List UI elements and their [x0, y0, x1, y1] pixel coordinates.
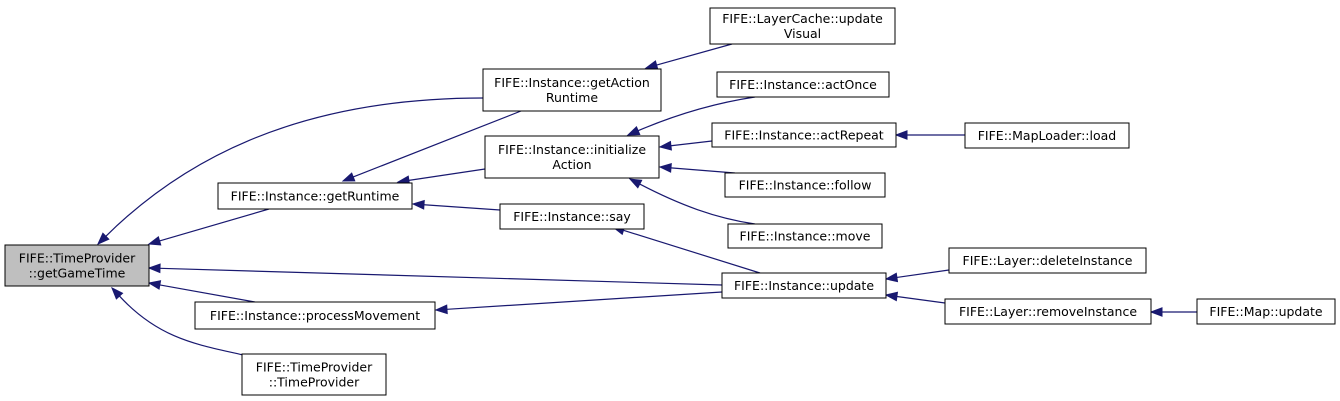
node-label: FIFE::Instance::say: [513, 209, 631, 224]
node-mapUpdate[interactable]: FIFE::Map::update: [1196, 298, 1336, 325]
node-instanceUpdate[interactable]: FIFE::Instance::update: [721, 272, 887, 299]
node-label: Action: [552, 157, 591, 172]
node-getGameTime[interactable]: FIFE::TimeProvider::getGameTime: [4, 244, 150, 287]
node-box: [241, 353, 387, 396]
node-label: FIFE::Instance::move: [740, 229, 871, 244]
edge-getRuntime-to-getGameTime: [159, 208, 270, 242]
node-label: FIFE::Instance::getAction: [494, 75, 650, 90]
node-box: [709, 7, 896, 45]
edge-arrowhead: [628, 178, 643, 189]
node-box: [948, 247, 1147, 274]
edge-arrowhead: [658, 163, 672, 173]
node-box: [484, 135, 660, 179]
node-processMovement[interactable]: FIFE::Instance::processMovement: [194, 301, 436, 330]
edge-getActionRuntime-to-getRuntime: [353, 110, 522, 178]
node-label: FIFE::Instance::update: [734, 278, 874, 293]
edge-follow-to-initializeAction: [670, 167, 736, 174]
node-label: FIFE::MapLoader::load: [978, 128, 1117, 143]
edge-arrowhead: [111, 286, 124, 300]
edge-arrowhead: [434, 304, 448, 315]
node-box: [4, 244, 150, 287]
node-actOnce[interactable]: FIFE::Instance::actOnce: [716, 71, 890, 98]
node-box: [194, 301, 436, 330]
edges-layer: [97, 43, 1197, 356]
edge-removeInstance-to-instanceUpdate: [896, 295, 946, 304]
node-follow[interactable]: FIFE::Instance::follow: [724, 172, 886, 198]
node-label: FIFE::Layer::deleteInstance: [963, 253, 1133, 268]
node-label: FIFE::Instance::follow: [739, 178, 872, 193]
node-label: FIFE::Instance::actRepeat: [724, 128, 884, 143]
node-timeProviderCtor[interactable]: FIFE::TimeProvider::TimeProvider: [241, 353, 387, 396]
node-box: [217, 182, 413, 210]
edge-arrowhead: [894, 130, 908, 140]
node-label: FIFE::Instance::getRuntime: [231, 189, 400, 204]
node-label: Visual: [784, 26, 821, 41]
edge-arrowhead: [147, 236, 162, 246]
node-box: [944, 298, 1152, 325]
edge-instanceUpdate-to-processMovement: [446, 291, 723, 310]
edge-actOnce-to-initializeAction: [637, 96, 756, 132]
edge-timeProviderCtor-to-getGameTime: [119, 295, 244, 356]
node-move[interactable]: FIFE::Instance::move: [727, 223, 883, 249]
node-box: [711, 122, 897, 148]
node-label: FIFE::TimeProvider: [19, 251, 136, 266]
edge-arrowhead: [411, 199, 425, 210]
edge-arrowhead: [884, 291, 899, 302]
node-mapLoaderLoad[interactable]: FIFE::MapLoader::load: [964, 122, 1130, 149]
node-label: FIFE::TimeProvider: [256, 360, 373, 375]
node-label: ::TimeProvider: [269, 375, 360, 390]
edge-instanceUpdate-to-getGameTime: [159, 267, 723, 286]
node-box: [499, 203, 645, 230]
node-box: [727, 223, 883, 249]
node-say[interactable]: FIFE::Instance::say: [499, 203, 645, 230]
edge-arrowhead: [1149, 307, 1163, 317]
node-box: [1196, 298, 1336, 325]
edge-arrowhead: [147, 280, 162, 290]
node-label: FIFE::Instance::initialize: [498, 142, 646, 157]
edge-arrowhead: [626, 125, 641, 136]
node-box: [724, 172, 886, 198]
edge-arrowhead: [884, 272, 899, 283]
edge-getActionRuntime-to-getGameTime: [105, 97, 484, 237]
node-getRuntime[interactable]: FIFE::Instance::getRuntime: [217, 182, 413, 210]
edge-initializeAction-to-getRuntime: [408, 168, 486, 181]
node-box: [716, 71, 890, 98]
node-label: FIFE::LayerCache::update: [722, 11, 883, 26]
node-label: FIFE::Map::update: [1209, 304, 1323, 319]
node-label: ::getGameTime: [29, 266, 126, 281]
node-label: FIFE::Instance::actOnce: [729, 77, 877, 92]
node-box: [721, 272, 887, 299]
edge-instanceUpdate-to-say: [623, 229, 761, 274]
edge-updateVisual-to-getActionRuntime: [656, 43, 733, 66]
node-box: [964, 122, 1130, 149]
edge-arrowhead: [341, 172, 356, 182]
node-actRepeat[interactable]: FIFE::Instance::actRepeat: [711, 122, 897, 148]
edge-processMovement-to-getGameTime: [159, 284, 256, 303]
edge-say-to-getRuntime: [423, 204, 501, 211]
node-removeInstance[interactable]: FIFE::Layer::removeInstance: [944, 298, 1152, 325]
node-deleteInstance[interactable]: FIFE::Layer::deleteInstance: [948, 247, 1147, 274]
edge-deleteInstance-to-instanceUpdate: [896, 269, 950, 279]
edge-actRepeat-to-initializeAction: [670, 140, 713, 147]
node-label: Runtime: [546, 90, 599, 105]
edge-arrowhead: [644, 60, 659, 70]
node-box: [482, 68, 662, 112]
edge-move-to-initializeAction: [639, 183, 756, 225]
node-label: FIFE::Layer::removeInstance: [959, 304, 1137, 319]
edge-arrowhead: [658, 140, 672, 151]
node-label: FIFE::Instance::processMovement: [210, 308, 420, 323]
nodes-layer: FIFE::TimeProvider::getGameTimeFIFE::Ins…: [4, 7, 1336, 396]
edge-arrowhead: [147, 263, 161, 274]
edge-arrowhead: [97, 232, 110, 245]
